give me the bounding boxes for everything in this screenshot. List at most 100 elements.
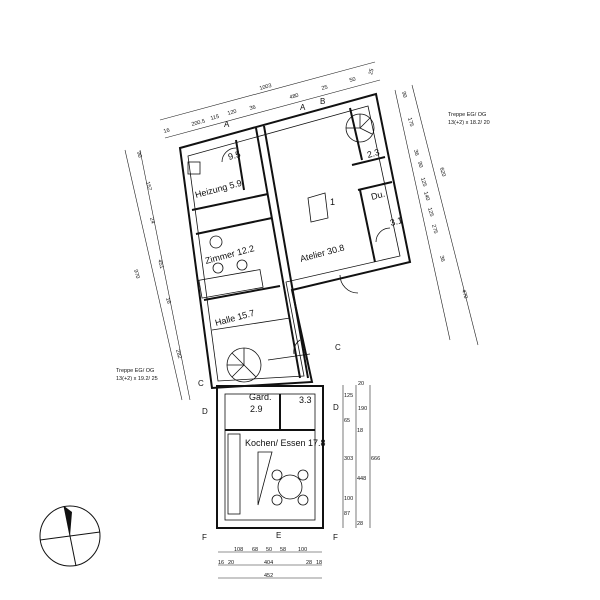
svg-text:36: 36 — [249, 105, 256, 112]
svg-text:125: 125 — [426, 207, 434, 217]
svg-text:25: 25 — [321, 85, 328, 92]
svg-text:36: 36 — [412, 149, 419, 156]
kitchen-inner-wall — [224, 393, 316, 521]
svg-text:16: 16 — [163, 128, 170, 135]
svg-text:25: 25 — [368, 68, 375, 75]
svg-text:140: 140 — [422, 191, 430, 201]
stair-note: Treppe EG/ OG — [448, 112, 486, 118]
room-label: Halle 15.7 — [214, 308, 256, 328]
svg-text:282: 282 — [174, 349, 182, 359]
svg-text:115: 115 — [210, 114, 220, 122]
room-label: 3.1 — [389, 215, 404, 228]
svg-text:100: 100 — [298, 547, 307, 553]
svg-text:451: 451 — [156, 259, 164, 269]
svg-text:120: 120 — [227, 109, 237, 117]
svg-text:18: 18 — [316, 560, 322, 566]
svg-text:108: 108 — [234, 547, 243, 553]
room-label: Gard. — [249, 392, 272, 402]
section-marks: A B A C C D D F F E — [198, 97, 341, 542]
svg-text:B: B — [320, 97, 325, 106]
skylight — [307, 192, 329, 223]
dimension-left: 90 157 24 451 970 16 282 — [124, 149, 191, 401]
svg-text:58: 58 — [280, 547, 286, 553]
room-label: Kochen/ Essen 17.8 — [245, 438, 326, 448]
svg-text:125: 125 — [419, 177, 427, 187]
svg-text:404: 404 — [264, 560, 273, 566]
kitchen-counter — [227, 433, 241, 515]
svg-text:68: 68 — [252, 547, 258, 553]
svg-text:24: 24 — [148, 217, 155, 224]
spiral-staircase-right — [345, 113, 375, 143]
stair-note: 13(+2) x 19.2/ 25 — [116, 376, 158, 382]
svg-text:28: 28 — [357, 521, 363, 527]
svg-text:D: D — [202, 407, 208, 416]
interior-walls — [191, 107, 393, 379]
svg-text:50: 50 — [349, 77, 356, 84]
svg-text:A: A — [224, 120, 230, 129]
spiral-staircase-left — [226, 347, 262, 383]
svg-text:470: 470 — [460, 289, 468, 299]
svg-text:448: 448 — [357, 476, 366, 482]
room-label: Heizung 5.9 — [194, 178, 243, 200]
dining-table — [277, 474, 303, 500]
svg-text:100: 100 — [344, 496, 353, 502]
north-arrow-icon — [39, 505, 101, 567]
svg-text:175: 175 — [406, 117, 414, 127]
room-label: 1 — [330, 197, 335, 207]
chair — [297, 494, 309, 506]
svg-text:620: 620 — [438, 167, 446, 177]
svg-text:452: 452 — [264, 573, 273, 579]
svg-text:65: 65 — [344, 418, 350, 424]
svg-text:157: 157 — [144, 181, 152, 191]
chair — [236, 259, 248, 271]
svg-text:A: A — [300, 103, 306, 112]
svg-text:F: F — [333, 533, 338, 542]
dimension-kitchen-right: 20 125 190 65 18 303 448 666 100 87 28 — [342, 381, 380, 528]
main-building-inner-wall — [187, 105, 401, 382]
boiler — [187, 161, 201, 175]
svg-text:E: E — [276, 531, 281, 540]
door-swing — [339, 274, 359, 294]
svg-text:125: 125 — [344, 393, 353, 399]
svg-text:16: 16 — [218, 560, 224, 566]
stair-note: Treppe EG/ OG — [116, 368, 154, 374]
room-label: 9.5 — [227, 149, 242, 162]
skylight — [257, 451, 273, 506]
dimension-right: 90 175 36 90 125 140 125 275 620 36 470 — [394, 84, 479, 346]
svg-text:C: C — [198, 379, 204, 388]
svg-text:90: 90 — [400, 91, 407, 98]
svg-text:190: 190 — [358, 406, 367, 412]
svg-text:D: D — [333, 403, 339, 412]
door-swing — [293, 339, 301, 355]
chair — [271, 494, 283, 506]
svg-text:200.5: 200.5 — [191, 119, 206, 128]
svg-text:90: 90 — [416, 161, 423, 168]
svg-text:275: 275 — [430, 224, 438, 234]
room-label: Du. — [370, 189, 386, 202]
dimension-top: 1003 16 200.5 115 120 36 480 25 50 25 — [159, 61, 381, 139]
svg-text:20: 20 — [228, 560, 234, 566]
svg-text:1003: 1003 — [259, 83, 272, 92]
svg-text:970: 970 — [132, 269, 140, 279]
door-swing — [375, 227, 391, 243]
chair — [297, 469, 309, 481]
svg-text:50: 50 — [266, 547, 272, 553]
room-label: Atelier 30.8 — [299, 242, 346, 263]
svg-text:F: F — [202, 533, 207, 542]
svg-text:C: C — [335, 343, 341, 352]
svg-text:16: 16 — [164, 297, 171, 304]
room-label: 3.3 — [299, 395, 312, 405]
table-round — [209, 235, 223, 249]
svg-text:303: 303 — [344, 456, 353, 462]
bed — [198, 269, 264, 299]
svg-text:18: 18 — [357, 428, 363, 434]
room-label: 2.3 — [366, 147, 381, 160]
svg-text:28: 28 — [306, 560, 312, 566]
svg-text:480: 480 — [289, 93, 299, 101]
dimension-bottom: 108 68 50 58 100 16 20 404 28 18 452 — [218, 547, 322, 579]
kitchen-outer-wall — [216, 385, 324, 529]
svg-text:36: 36 — [438, 255, 445, 262]
svg-text:666: 666 — [371, 456, 380, 462]
stair-note: 13(+2) x 18.2/ 20 — [448, 120, 490, 126]
